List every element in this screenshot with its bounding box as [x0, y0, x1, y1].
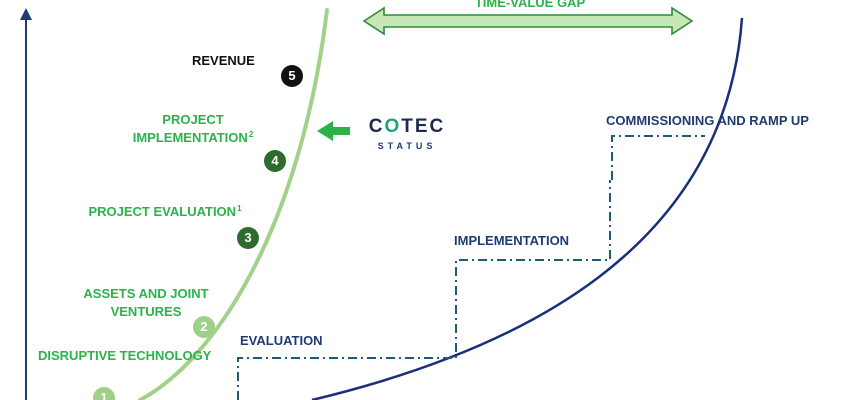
time-value-gap-arrow [362, 6, 694, 36]
stage-3-footnote: 1 [237, 204, 242, 213]
stage-4-badge: 4 [264, 150, 286, 172]
stage-1-label: DISRUPTIVE TECHNOLOGY [38, 347, 211, 365]
cotec-status-logo: COTEC STATUS [364, 117, 450, 152]
step-evaluation-label: EVALUATION [240, 333, 323, 348]
stage-5-badge: 5 [281, 65, 303, 87]
step-commissioning-label: COMMISSIONING AND RAMP UP [606, 113, 809, 128]
stage-3-text: PROJECT EVALUATION [88, 204, 237, 219]
time-value-gap-label: TIME-VALUE GAP [474, 0, 586, 10]
cotec-value-curve [138, 8, 329, 400]
stage-4-footnote: 2 [248, 130, 254, 139]
traditional-value-curve [311, 17, 744, 400]
stage-3-badge: 3 [237, 227, 259, 249]
status-text: STATUS [377, 141, 437, 151]
stage-2-badge: 2 [193, 316, 215, 338]
stage-1-badge: 1 [93, 387, 115, 400]
traditional-steps-path [237, 135, 705, 400]
status-pointer-arrow [317, 121, 350, 141]
stage-4-label: PROJECT IMPLEMENTATION2 [118, 111, 268, 147]
cotec-wordmark: COTEC [368, 116, 446, 137]
stage-5-label: REVENUE [192, 53, 255, 68]
axis-arrowhead [20, 8, 32, 20]
stage-1-text: DISRUPTIVE TECHNOLOGY [38, 348, 212, 363]
step-implementation-label: IMPLEMENTATION [454, 233, 570, 248]
stage-3-label: PROJECT EVALUATION1 [70, 203, 260, 221]
stage-4-text: PROJECT IMPLEMENTATION [132, 112, 248, 145]
stage-2-label: ASSETS AND JOINT VENTURES [72, 285, 220, 321]
stage-2-text: ASSETS AND JOINT VENTURES [83, 286, 209, 319]
